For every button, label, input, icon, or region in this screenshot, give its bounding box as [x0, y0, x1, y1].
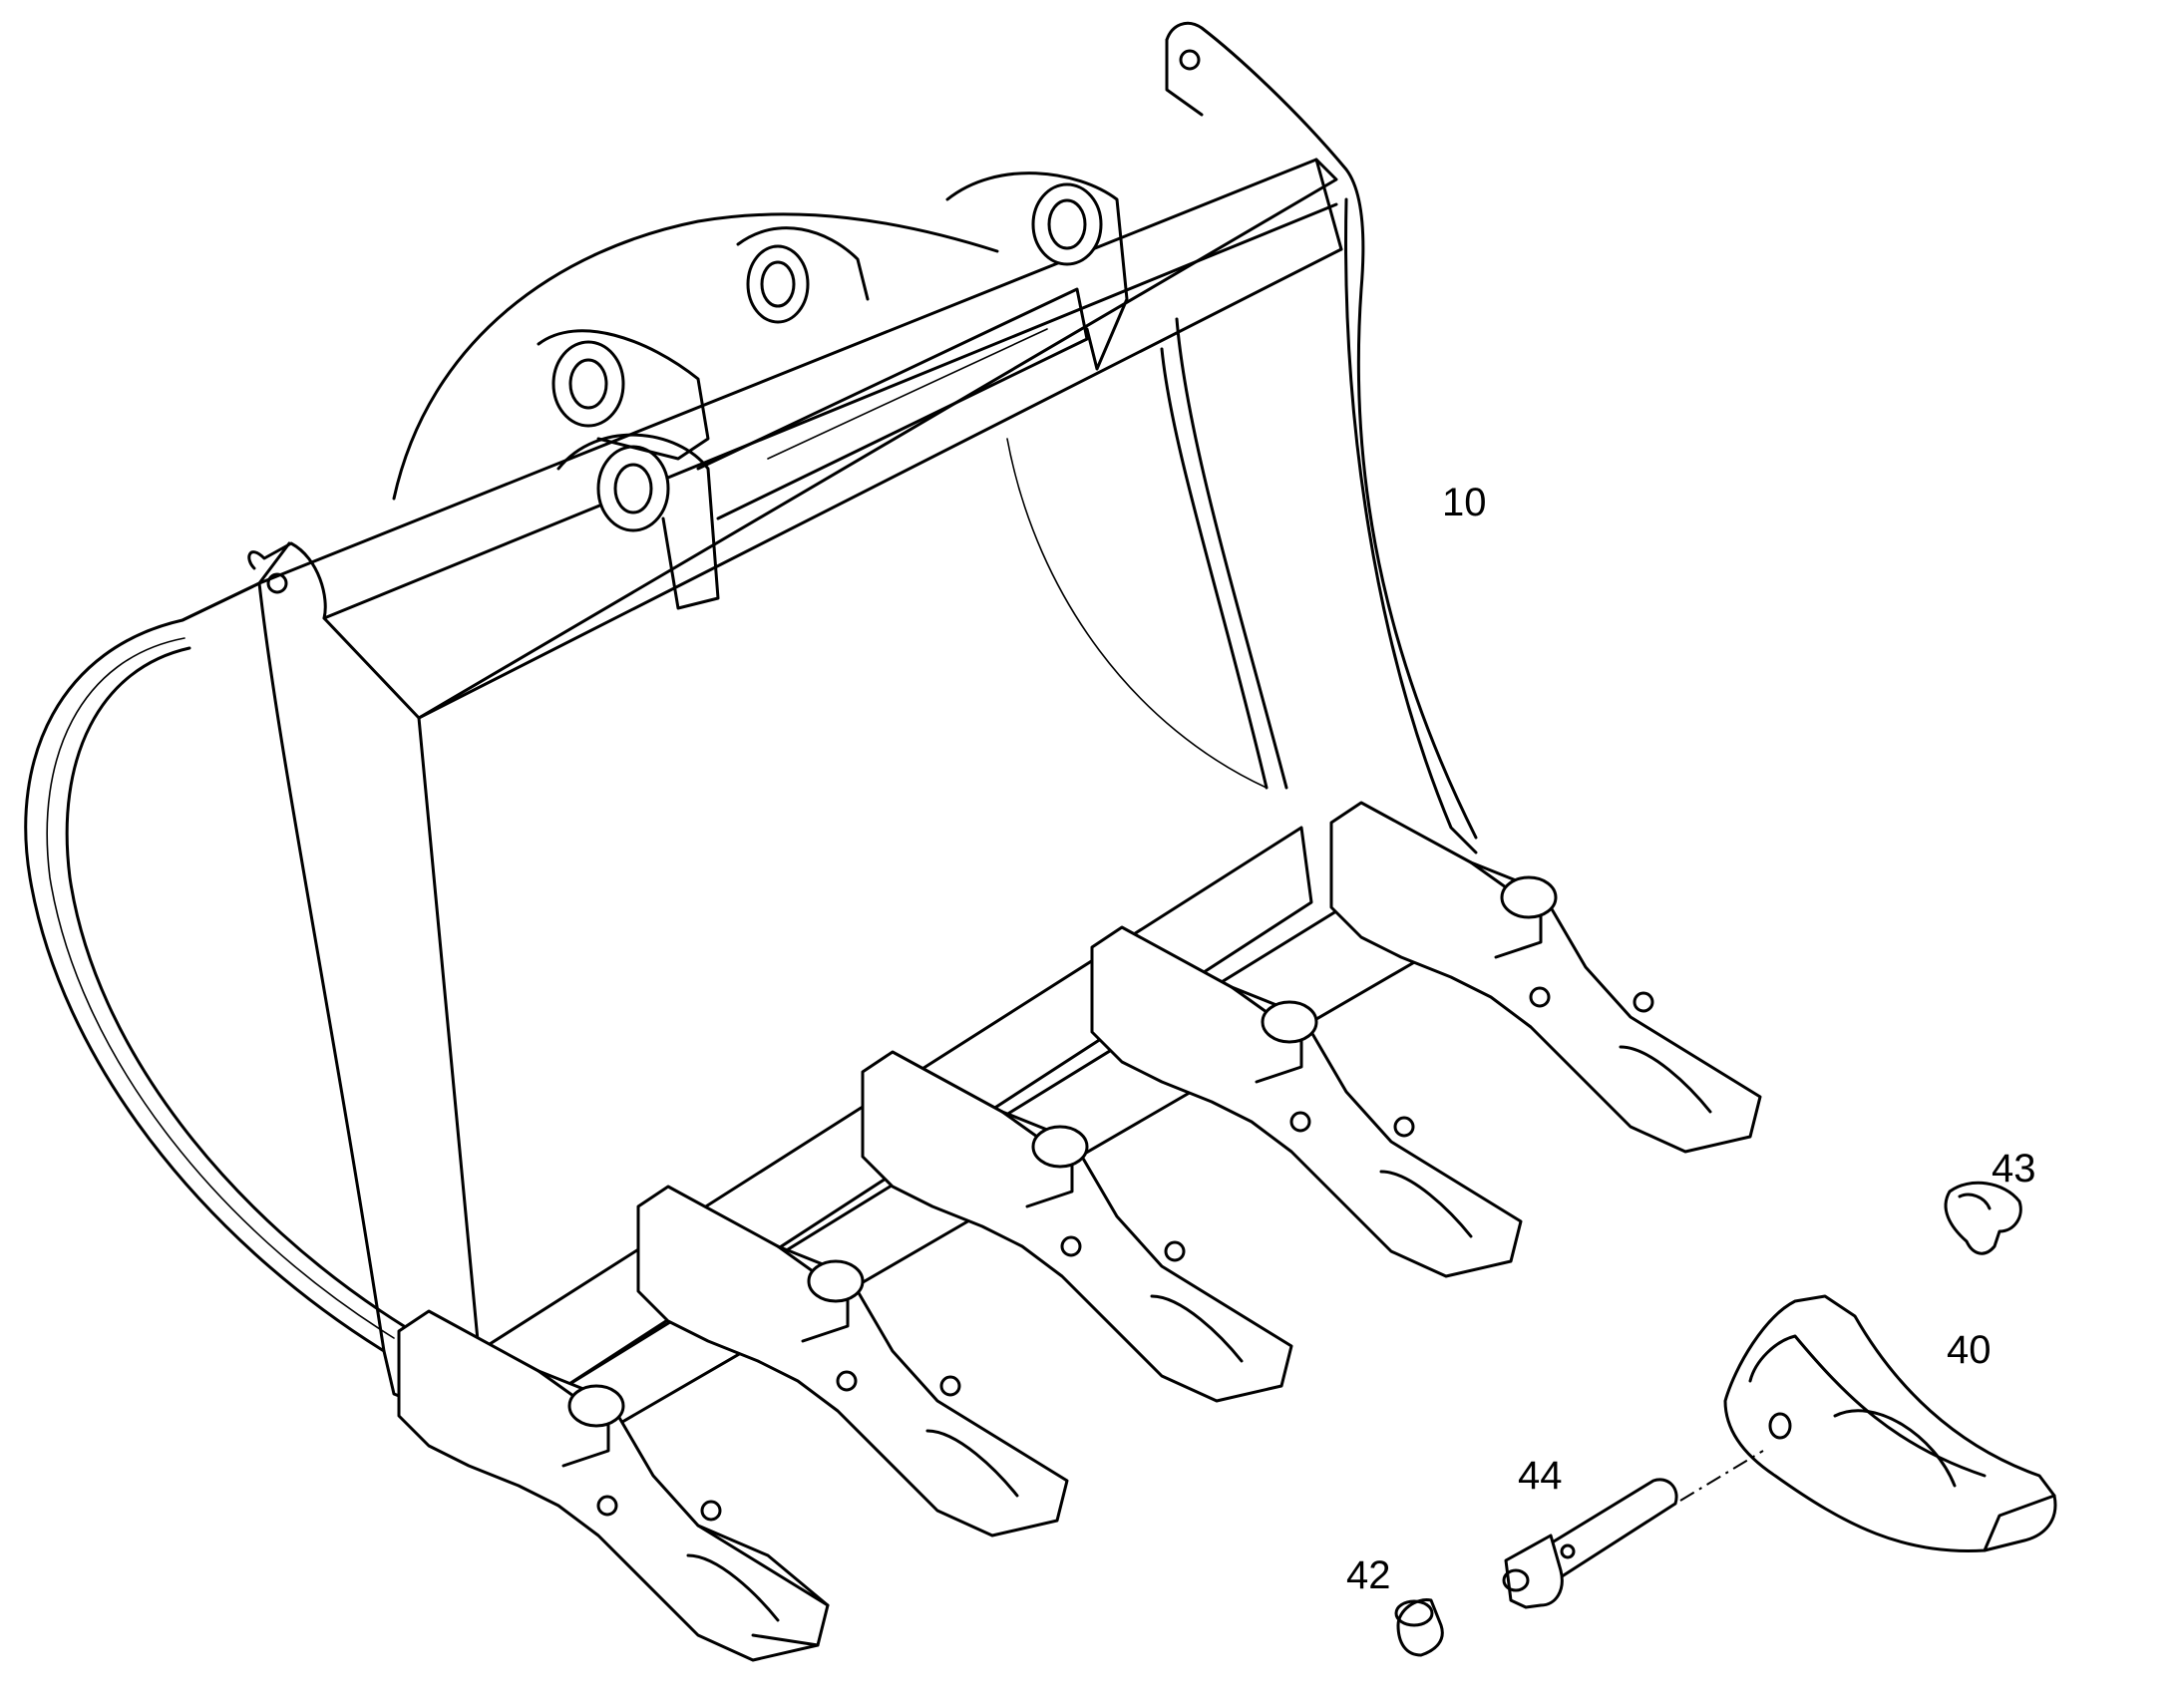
bucket-left-gusset	[247, 541, 481, 1353]
callout-10: 10	[1442, 481, 1487, 524]
bucket-rear-shell	[392, 212, 999, 501]
retainer-part	[1394, 1598, 1444, 1657]
callout-44: 44	[1518, 1454, 1563, 1498]
bucket-right-side-plate	[1344, 197, 1478, 854]
tooth-4	[1090, 925, 1523, 1278]
tooth-5	[1329, 801, 1762, 1154]
bucket-top-beam	[257, 158, 1338, 720]
callout-42: 42	[1346, 1553, 1391, 1597]
tooth-2	[636, 1185, 1069, 1537]
bucket-right-ear	[1165, 21, 1478, 840]
bucket-teeth	[397, 801, 1762, 1662]
hitch-bosses	[537, 171, 1129, 610]
bucket-left-side-plate	[24, 541, 575, 1468]
callout-40: 40	[1947, 1328, 1992, 1372]
callout-43: 43	[1992, 1147, 2036, 1191]
lock-washer-part	[1944, 1181, 2022, 1255]
pin-alignment-line	[1679, 1450, 1764, 1502]
tooth-3	[861, 1050, 1293, 1403]
pin-part	[1502, 1478, 1678, 1609]
tooth-1	[397, 1309, 830, 1662]
tooth-tip-part	[1723, 1294, 2057, 1553]
